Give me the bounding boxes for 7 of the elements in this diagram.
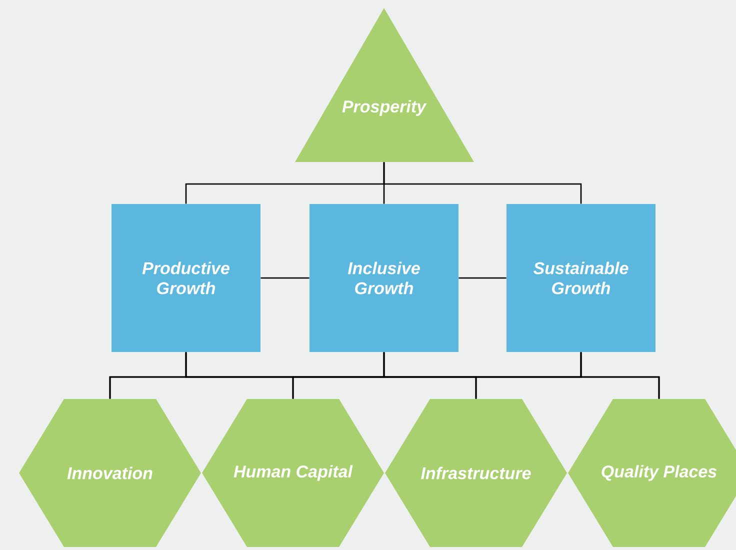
process-box: Sustainable Growth bbox=[506, 204, 656, 352]
process-box: Productive Growth bbox=[112, 204, 260, 352]
connector-line bbox=[383, 162, 582, 204]
connector-line bbox=[580, 352, 660, 399]
connector-line bbox=[260, 277, 310, 279]
connector-line bbox=[458, 277, 506, 279]
process-box: Inclusive Growth bbox=[310, 204, 458, 352]
